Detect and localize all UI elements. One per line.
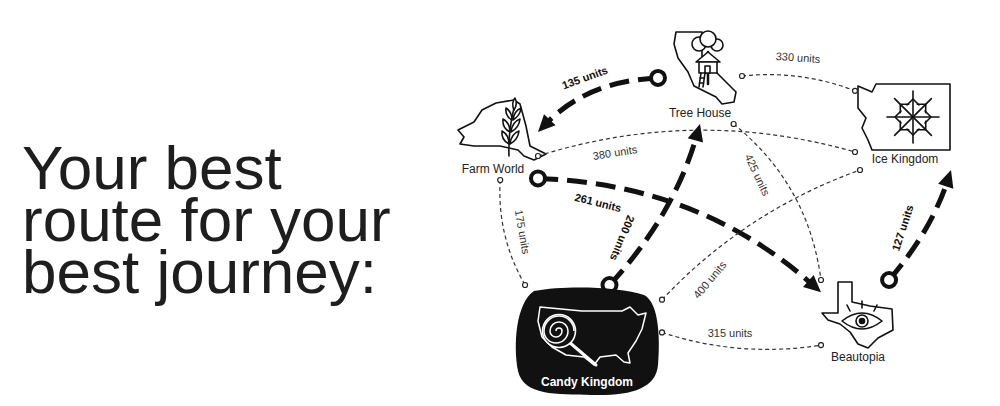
blob-shape	[516, 288, 659, 396]
lollipop-spiral	[544, 316, 574, 343]
wheat-grain	[506, 108, 512, 120]
end-dot	[498, 178, 503, 183]
snowflake-branch	[900, 121, 908, 129]
eye-outline	[842, 313, 882, 329]
end-dot	[858, 168, 863, 173]
country-outline	[538, 307, 646, 365]
arrow-head	[803, 275, 821, 292]
lollipop-stick	[569, 342, 596, 365]
end-dot	[853, 150, 858, 155]
eye-iris	[856, 315, 868, 327]
end-dot	[740, 74, 745, 79]
end-dot	[853, 88, 858, 93]
state-outline	[458, 100, 546, 160]
snowflake-arm	[895, 99, 932, 136]
house-roof	[696, 52, 720, 62]
end-dot	[536, 154, 541, 159]
kingdom-blob-node: Candy Kingdom	[512, 285, 662, 398]
wheat-grain	[503, 119, 510, 132]
snowflake-branch	[917, 104, 925, 112]
eye-pupil	[860, 319, 865, 324]
start-ring	[531, 171, 545, 185]
distance-label: 425 units	[741, 150, 773, 200]
end-dot	[660, 330, 665, 335]
distance-label: 135 units	[558, 63, 611, 93]
page-title: Your best route for your best journey:	[22, 142, 422, 298]
place-name: Farm World	[462, 162, 524, 176]
dashed-route	[734, 124, 821, 280]
place-name: Beautopia	[831, 350, 885, 364]
wheat-grain	[510, 131, 519, 144]
lollipop-candy	[543, 315, 576, 348]
dashed-route	[742, 75, 855, 91]
start-ring	[882, 273, 896, 287]
route-line	[731, 122, 823, 283]
dashed-route	[889, 180, 948, 280]
arrow-head	[938, 170, 953, 189]
route-line	[740, 74, 858, 94]
state-outline	[858, 84, 950, 150]
wheat-grain	[511, 119, 520, 132]
ice-kingdom-icon	[858, 84, 950, 150]
snowflake-branch	[917, 121, 925, 129]
distance-label: 380 units	[590, 143, 640, 163]
tree-house-icon	[674, 31, 736, 104]
ladder-rail	[699, 73, 701, 87]
route-arrow	[882, 170, 953, 287]
farm-world-icon	[458, 98, 546, 160]
distance-label: 315 units	[706, 327, 755, 340]
house-wall	[699, 62, 717, 73]
distance-label: 175 units	[511, 207, 532, 257]
wheat-grain	[513, 98, 517, 110]
end-dot	[523, 283, 528, 288]
snowflake-arm	[895, 99, 932, 136]
place-name: Tree House	[669, 106, 731, 120]
end-dot	[660, 297, 665, 302]
end-dot	[819, 343, 824, 348]
wheat-grain	[502, 131, 509, 144]
state-outline	[822, 282, 893, 348]
ladder-rung	[700, 77, 704, 79]
eye-lash	[847, 305, 850, 311]
arrow-head	[688, 124, 703, 143]
distance-label: 400 units	[689, 257, 730, 303]
snowflake-branch	[900, 104, 908, 112]
start-ring	[651, 71, 665, 85]
ladder-rail	[703, 73, 705, 87]
place-node: Tree House	[658, 28, 742, 124]
blob-text-holder: Candy Kingdom	[512, 375, 662, 389]
route-arrow	[538, 71, 665, 132]
distance-label: 330 units	[773, 50, 822, 66]
eye-lash	[874, 305, 877, 311]
arrow-head	[538, 114, 556, 132]
end-dot	[731, 122, 736, 127]
beautopia-icon	[822, 282, 893, 348]
state-outline	[674, 32, 736, 104]
place-node: Ice Kingdom	[855, 80, 955, 170]
place-node: Farm World	[448, 100, 538, 180]
distance-label: 261 units	[571, 190, 624, 215]
place-name: Candy Kingdom	[541, 375, 633, 389]
place-name: Ice Kingdom	[872, 152, 939, 166]
end-dot	[819, 278, 824, 283]
place-node: Beautopia	[821, 280, 895, 368]
house-door	[705, 66, 710, 73]
ladder-rung	[700, 82, 704, 84]
tree-canopy	[700, 31, 716, 47]
eye-lash	[861, 301, 863, 308]
